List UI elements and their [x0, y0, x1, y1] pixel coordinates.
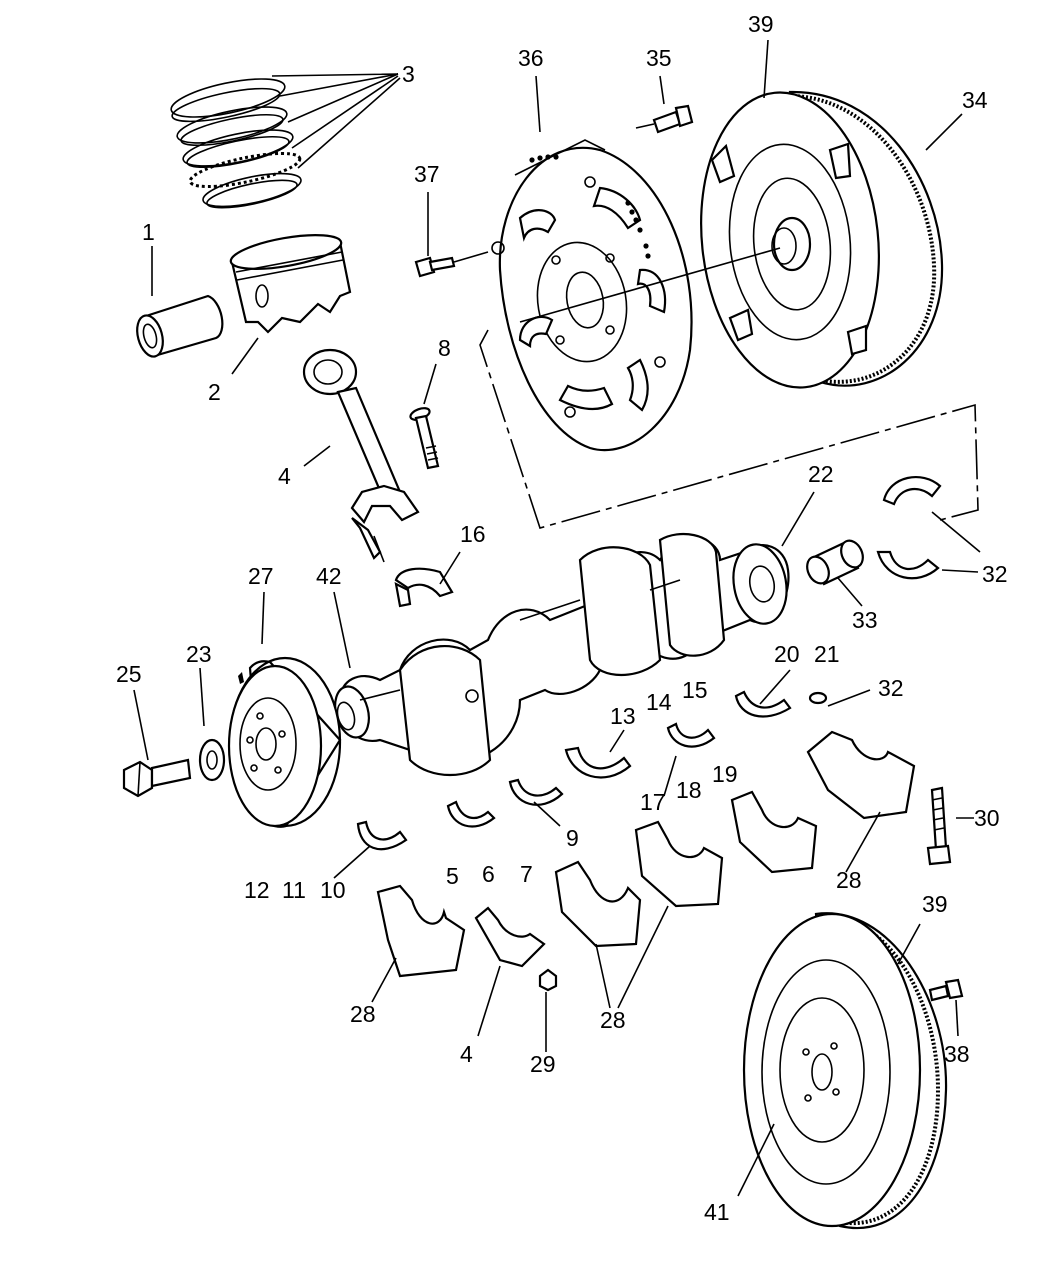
damper-bolt — [122, 758, 192, 798]
callout-6: 6 — [482, 861, 495, 887]
callout-1: 1 — [142, 219, 155, 245]
callout-19: 19 — [712, 761, 738, 787]
callout-32-small: 32 — [878, 675, 904, 701]
callout-10: 10 — [320, 877, 346, 903]
callout-42: 42 — [316, 563, 342, 589]
callout-34: 34 — [962, 87, 988, 113]
callout-35: 35 — [646, 45, 672, 71]
connecting-rod — [302, 348, 420, 563]
torque-converter — [519, 90, 944, 389]
rod-cap-nut — [538, 968, 558, 992]
callout-28-mid: 28 — [600, 1007, 626, 1033]
thrust-washers — [808, 476, 942, 705]
callout-30: 30 — [974, 805, 1000, 831]
callout-29: 29 — [530, 1051, 556, 1077]
callout-39-top: 39 — [748, 11, 774, 37]
callout-9: 9 — [566, 825, 579, 851]
callouts: 3 1 2 4 8 36 35 39 34 37 16 27 42 23 25 … — [116, 11, 1008, 1225]
damper-washer — [198, 738, 226, 782]
rear-seal — [806, 539, 864, 586]
callout-37: 37 — [414, 161, 440, 187]
callout-25: 25 — [116, 661, 142, 687]
callout-12: 12 — [244, 877, 270, 903]
flex-plate-mounting-bolt — [414, 251, 489, 278]
piston-pin — [136, 294, 224, 358]
callout-8: 8 — [438, 335, 451, 361]
callout-39-lower: 39 — [922, 891, 948, 917]
callout-7: 7 — [520, 861, 533, 887]
callout-14: 14 — [646, 689, 672, 715]
main-bearing-shells — [356, 567, 792, 851]
callout-22: 22 — [808, 461, 834, 487]
callout-3: 3 — [402, 61, 415, 87]
callout-28-left: 28 — [350, 1001, 376, 1027]
callout-11: 11 — [282, 877, 306, 903]
rod-bolt — [409, 407, 440, 470]
callout-32-right: 32 — [982, 561, 1008, 587]
callout-15: 15 — [682, 677, 708, 703]
callout-23: 23 — [186, 641, 212, 667]
flywheel — [742, 912, 948, 1229]
flex-plate — [491, 139, 693, 452]
flywheel-bolt — [928, 978, 964, 1002]
flex-plate-bolt — [635, 104, 694, 134]
piston-rings — [170, 78, 302, 209]
callout-21: 21 — [814, 641, 840, 667]
callout-27: 27 — [248, 563, 274, 589]
vibration-damper — [227, 656, 342, 828]
assembly-outline — [479, 329, 979, 529]
callout-28-right: 28 — [836, 867, 862, 893]
crankshaft — [334, 532, 790, 777]
callout-38: 38 — [944, 1041, 970, 1067]
bearing-cap-bolt — [926, 786, 952, 866]
callout-16: 16 — [460, 521, 486, 547]
piston — [229, 234, 352, 334]
callout-20: 20 — [774, 641, 800, 667]
callout-36: 36 — [518, 45, 544, 71]
callout-33: 33 — [852, 607, 878, 633]
callout-4: 4 — [278, 463, 291, 489]
leader-lines — [133, 39, 981, 1197]
callout-41: 41 — [704, 1199, 730, 1225]
callout-17: 17 — [640, 789, 666, 815]
callout-4-lower: 4 — [460, 1041, 473, 1067]
callout-13: 13 — [610, 703, 636, 729]
callout-5: 5 — [446, 863, 459, 889]
callout-2: 2 — [208, 379, 221, 405]
main-bearing-caps — [376, 730, 916, 978]
callout-18: 18 — [676, 777, 702, 803]
